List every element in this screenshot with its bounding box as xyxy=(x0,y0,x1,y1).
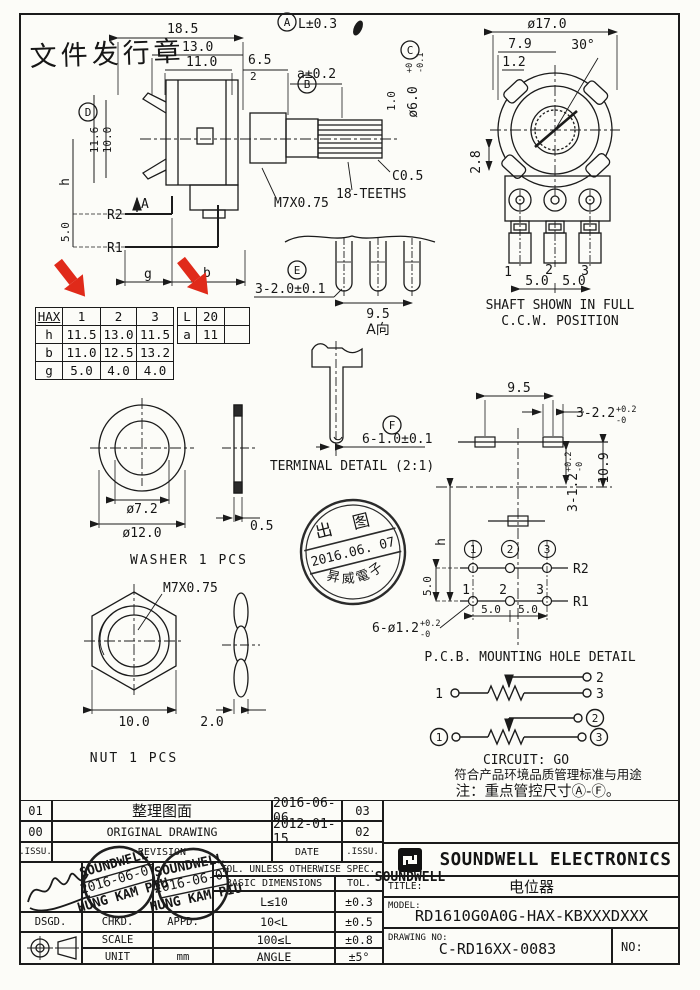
drawing-no-value: C-RD16XX-0083 xyxy=(438,939,557,958)
tolerance-header: TOL. UNLESS OTHERWISE SPEC. xyxy=(213,862,383,876)
tol-col-header: TOL. xyxy=(335,876,383,891)
rev-issu2-cell: 02 xyxy=(342,821,383,842)
projection-symbol-cell xyxy=(19,932,82,965)
chkd-label: CHKD. xyxy=(82,912,153,932)
drawing-no-row: DRAWING NO: C-RD16XX-0083 xyxy=(383,928,612,965)
chkd-stamp-cell xyxy=(82,862,153,912)
scale-value xyxy=(153,932,213,948)
table-row: L 20 xyxy=(177,307,250,326)
company-name: SOUNDWELL ELECTRONICS xyxy=(439,849,672,870)
drawing-no-label: DRAWING NO: xyxy=(388,933,448,943)
rev-issu2-header: .ISSU. xyxy=(342,842,383,862)
unit-value: mm xyxy=(153,948,213,965)
dsgd-signature-cell xyxy=(19,862,82,912)
model-row: MODEL: RD1610G0A0G-HAX-KBXXXDXXX xyxy=(383,897,680,928)
no-label: NO: xyxy=(621,939,643,954)
rev-date-cell: 2012-01-15 xyxy=(272,817,342,847)
tol-row-val: ±5° xyxy=(335,948,383,965)
table-row: HAX 1 2 3 xyxy=(35,307,174,326)
table-row: a 11 xyxy=(177,325,250,344)
table-row: b 11.0 12.5 13.2 xyxy=(35,343,174,362)
title-value: 电位器 xyxy=(508,878,554,896)
tol-row-dim: L≤10 xyxy=(213,891,335,912)
hax-parameter-table: HAX 1 2 3 h 11.5 13.0 11.5 b 11.0 12.5 1… xyxy=(35,307,174,380)
unit-label: UNIT xyxy=(82,948,153,965)
title-label: TITLE: xyxy=(388,881,423,892)
title-row: TITLE: 电位器 xyxy=(383,876,680,897)
rev-issu2-cell: 03 xyxy=(342,800,383,821)
model-label: MODEL: xyxy=(388,901,421,911)
tol-row-val: ±0.3 xyxy=(335,891,383,912)
table-row: g 5.0 4.0 4.0 xyxy=(35,361,174,380)
model-value: RD1610G0A0G-HAX-KBXXXDXXX xyxy=(414,906,649,925)
rev-desc-cell: ORIGINAL DRAWING xyxy=(52,821,272,842)
la-parameter-table: L 20 a 11 xyxy=(177,307,250,344)
rev-issu-cell: 00 xyxy=(19,821,52,842)
tol-row-val: ±0.5 xyxy=(335,912,383,932)
basic-dimensions-header: BASIC DIMENSIONS xyxy=(213,876,335,891)
rev-issu-cell: 01 xyxy=(19,800,52,821)
table-row: h 11.5 13.0 11.5 xyxy=(35,325,174,344)
tol-row-val: ±0.8 xyxy=(335,932,383,948)
rev-date-header: DATE xyxy=(272,842,342,862)
rev-desc-cell: 整理图面 xyxy=(52,800,272,821)
appd-stamp-cell xyxy=(153,862,213,912)
tol-row-dim: ANGLE xyxy=(213,948,335,965)
tol-row-dim: 10<L xyxy=(213,912,335,932)
tol-row-dim: 100≤L xyxy=(213,932,335,948)
appd-label: APPD. xyxy=(153,912,213,932)
hax-header: HAX xyxy=(35,307,63,326)
scale-label: SCALE xyxy=(82,932,153,948)
company-row: SOUNDWELL ELECTRONICS xyxy=(383,843,680,876)
dsgd-label: DSGD. xyxy=(19,912,82,932)
rev-desc-header: REVISION xyxy=(52,842,272,862)
no-cell: NO: xyxy=(612,928,680,965)
rev-blank-cell xyxy=(383,800,680,843)
rev-issu-header: .ISSU. xyxy=(19,842,52,862)
